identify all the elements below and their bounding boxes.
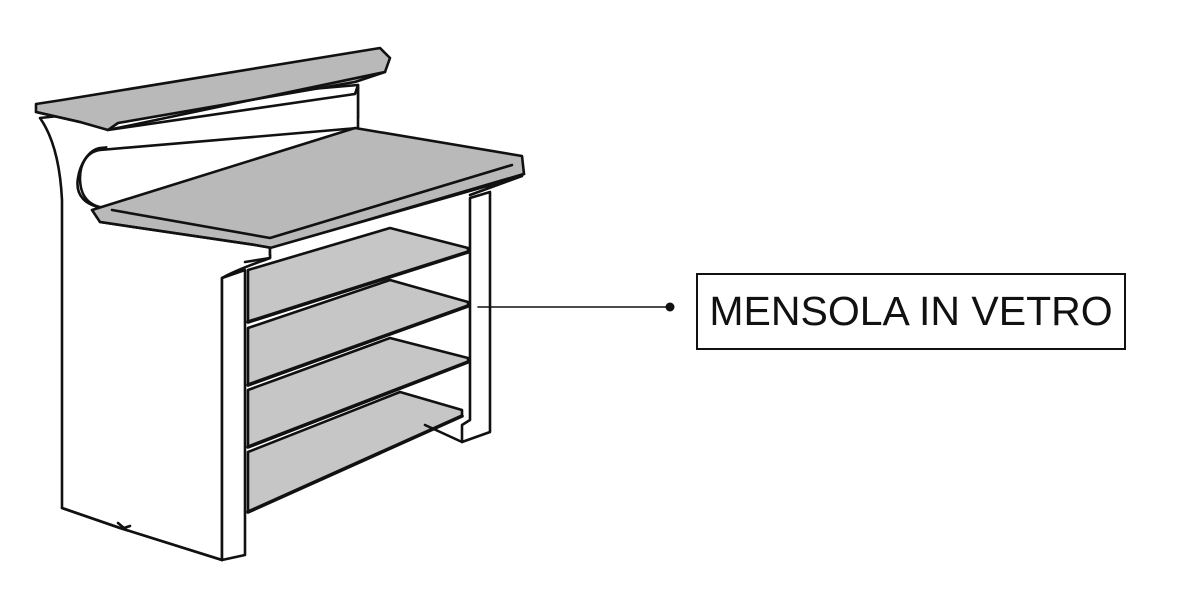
callout-label-text: MENSOLA IN VETRO (709, 288, 1113, 334)
shelf-edge-1 (246, 250, 470, 324)
callout-label-box: MENSOLA IN VETRO (696, 273, 1126, 350)
raised-top-support (78, 83, 360, 210)
callout-leader-dot (665, 302, 675, 312)
counter-base-line (60, 423, 464, 562)
shelf-front-edges (246, 250, 470, 514)
glass-shelf-1 (246, 226, 470, 324)
left-front-post (220, 268, 247, 562)
glass-shelf-4 (246, 390, 464, 514)
shelf-edge-2 (246, 304, 470, 387)
shelf-edge-4 (246, 414, 464, 514)
right-post (460, 190, 492, 444)
counter-front-slab (243, 174, 524, 264)
glass-shelf-3 (246, 336, 470, 449)
base-notch (116, 521, 132, 530)
shelf-edge-3 (246, 360, 470, 449)
glass-shelf-2 (246, 278, 470, 387)
